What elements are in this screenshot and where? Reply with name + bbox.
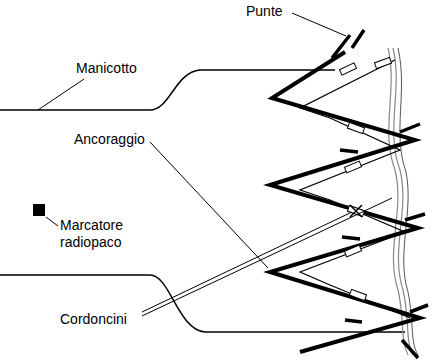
radiopaque-marker-symbol — [33, 204, 45, 216]
inner-wire — [300, 60, 410, 318]
barb — [332, 30, 428, 358]
tube-segment — [339, 57, 391, 300]
part-label: Manicotto — [76, 60, 137, 77]
leader-line — [38, 13, 392, 316]
part-label: Cordoncini — [60, 311, 127, 328]
part-label: Punte — [246, 3, 283, 20]
anchor-wire — [270, 52, 420, 352]
part-label: Marcatore radiopaco — [60, 217, 138, 251]
part-label: Ancoraggio — [74, 131, 145, 148]
